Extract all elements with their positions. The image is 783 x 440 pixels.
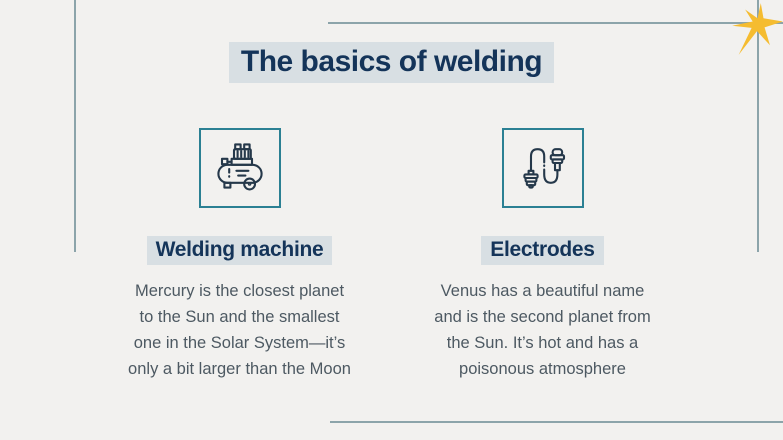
left-vertical-line <box>74 0 76 252</box>
welding-machine-icon <box>210 136 270 201</box>
column-heading: Electrodes <box>481 236 604 266</box>
electrodes-icon <box>513 136 573 201</box>
column-body-text: Mercury is the closest planet to the Sun… <box>128 282 351 379</box>
title-block: The basics of welding <box>0 42 783 83</box>
column-heading: Welding machine <box>146 236 333 266</box>
page-title: The basics of welding <box>228 42 555 83</box>
top-horizontal-line <box>328 22 783 24</box>
bottom-horizontal-line <box>330 421 783 423</box>
column-electrodes: Electrodes Venus has a beautiful name an… <box>391 128 694 382</box>
welding-machine-icon-box <box>198 128 281 208</box>
column-welding-machine: Welding machine Mercury is the closest p… <box>88 128 391 382</box>
column-body-text: Venus has a beautiful name and is the se… <box>434 282 651 379</box>
electrodes-icon-box <box>501 128 584 208</box>
right-vertical-line <box>757 0 759 252</box>
star-sparkle-icon <box>730 2 783 56</box>
content-columns: Welding machine Mercury is the closest p… <box>88 128 694 382</box>
